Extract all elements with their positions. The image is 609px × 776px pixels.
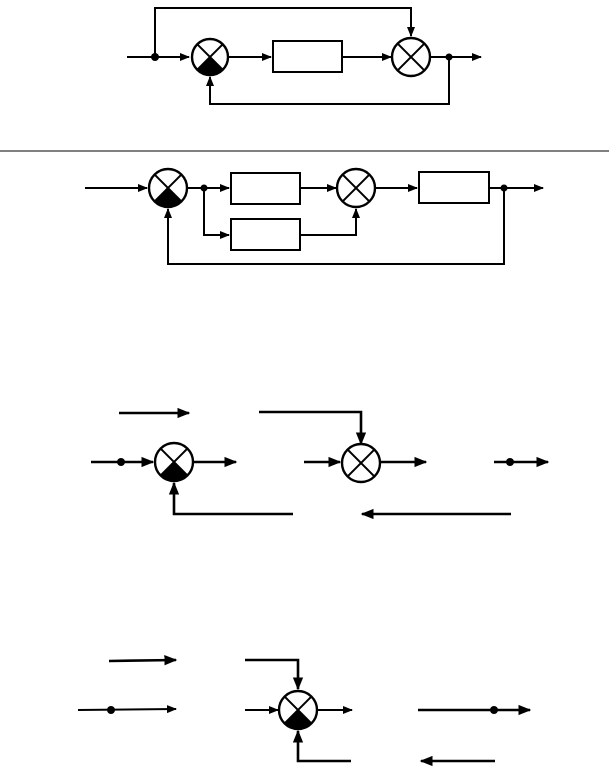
transfer-block-2 — [230, 218, 301, 251]
input-pickoff — [117, 458, 125, 466]
summing-junction-1 — [190, 37, 230, 77]
output-pickoff — [490, 706, 498, 714]
diagram-top — [127, 7, 482, 105]
summing-junction-1 — [147, 167, 189, 209]
diagram-middle — [85, 167, 544, 265]
input-pickoff — [107, 706, 115, 714]
transfer-block — [272, 40, 343, 73]
summing-junction-1 — [153, 441, 195, 483]
transfer-block-3 — [418, 171, 490, 204]
diagram-lower-step-1 — [91, 407, 550, 520]
transfer-block-1 — [230, 172, 301, 205]
branch-to-sum-2 — [300, 208, 360, 236]
summing-junction-2 — [340, 442, 382, 484]
feedback-path — [292, 729, 351, 763]
floating-arrow-top — [108, 654, 178, 666]
summing-junction-2 — [335, 167, 377, 209]
summing-junction — [277, 689, 319, 731]
feedback-path — [164, 188, 505, 265]
input-arrow — [77, 705, 177, 714]
diagram-lower-step-2 — [77, 654, 532, 767]
arrow-into-sum — [245, 658, 304, 691]
feedback-path — [206, 57, 450, 105]
output-pickoff — [506, 458, 514, 466]
feedforward-path — [154, 7, 415, 57]
parallel-branch — [203, 188, 230, 239]
arrow-into-sum-2 — [259, 410, 367, 446]
feedback-path — [168, 481, 293, 516]
summing-junction-2 — [390, 36, 432, 78]
